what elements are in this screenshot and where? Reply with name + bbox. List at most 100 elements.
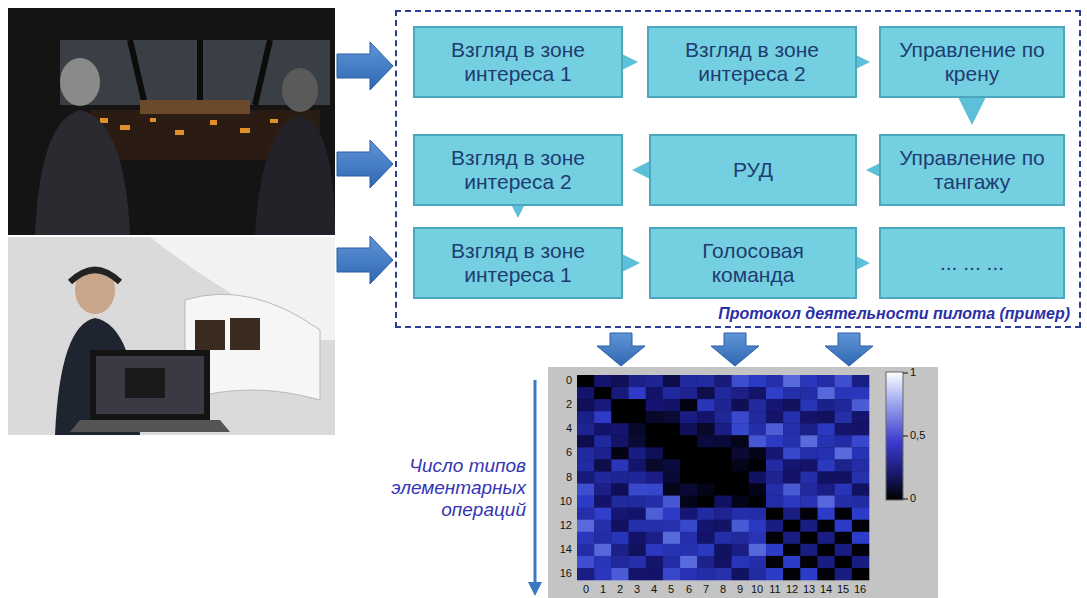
heatmap-cell (835, 471, 852, 483)
heatmap-cell (680, 387, 697, 399)
heatmap-cell (629, 496, 646, 508)
box-label: Взгляд в зоне интереса 2 (657, 38, 847, 86)
heatmap-cell (663, 375, 680, 387)
box-label: Взгляд в зоне интереса 1 (423, 239, 613, 287)
heatmap-cell (852, 387, 869, 399)
heatmap-cell (749, 556, 766, 568)
heatmap-cell (766, 484, 783, 496)
heatmap-cell (680, 435, 697, 447)
heatmap-cell (646, 520, 663, 532)
heatmap-cell (663, 544, 680, 556)
tick-label: 0 (552, 375, 572, 386)
heatmap-cell (800, 459, 817, 471)
heatmap-cell (835, 544, 852, 556)
box-label: Управление по тангажу (889, 146, 1055, 194)
heatmap-cell (817, 544, 834, 556)
heatmap-cell (852, 520, 869, 532)
heatmap-cell (680, 423, 697, 435)
heatmap-cell (835, 399, 852, 411)
heatmap-cell (835, 375, 852, 387)
heatmap-cell (577, 399, 594, 411)
heatmap-cell (697, 375, 714, 387)
tick-label: 14 (552, 544, 572, 555)
heatmap-cell (732, 459, 749, 471)
heatmap-cell (697, 435, 714, 447)
heatmap-cell (766, 532, 783, 544)
heatmap-cell (577, 532, 594, 544)
heatmap-cell (766, 471, 783, 483)
heatmap-cell (611, 459, 628, 471)
heatmap-cell (835, 447, 852, 459)
heatmap-cell (749, 399, 766, 411)
heatmap-cell (835, 508, 852, 520)
heatmap-cell (611, 508, 628, 520)
heatmap-cell (611, 496, 628, 508)
tick-label: 14 (816, 584, 836, 595)
tick-label: 2 (610, 584, 630, 595)
heatmap-cell (749, 459, 766, 471)
heatmap-cell (577, 544, 594, 556)
heatmap-cell (835, 568, 852, 580)
heatmap-cell (611, 435, 628, 447)
heatmap-cell (852, 459, 869, 471)
box-label: Взгляд в зоне интереса 1 (423, 38, 613, 86)
heatmap-cell (835, 556, 852, 568)
heatmap-cell (680, 496, 697, 508)
heatmap-cell (800, 471, 817, 483)
process-box: Управление по тангажу (879, 134, 1065, 206)
heatmap-cell (611, 544, 628, 556)
heatmap-cell (680, 532, 697, 544)
dashed-frame: Протокол деятельности пилота (пример)Взг… (395, 10, 1081, 328)
heatmap-cell (594, 375, 611, 387)
heatmap-cell (817, 508, 834, 520)
heatmap-cell (766, 423, 783, 435)
heatmap-cell (697, 399, 714, 411)
heatmap-cell (594, 520, 611, 532)
flow-arrow (625, 260, 633, 267)
heatmap-cell (783, 568, 800, 580)
heatmap-cell (697, 387, 714, 399)
heatmap-cell (697, 520, 714, 532)
heatmap-cell (714, 471, 731, 483)
heatmap-cell (800, 411, 817, 423)
heatmap-cell (835, 423, 852, 435)
heatmap-cell (646, 387, 663, 399)
heatmap-cell (800, 435, 817, 447)
heatmap-cells (577, 375, 869, 580)
heatmap-cell (732, 411, 749, 423)
heatmap-cell (611, 399, 628, 411)
heatmap-cell (749, 447, 766, 459)
process-box: Взгляд в зоне интереса 2 (647, 26, 857, 98)
heatmap-cell (646, 447, 663, 459)
heatmap-cell (783, 508, 800, 520)
heatmap-cell (749, 387, 766, 399)
flow-arrow (639, 167, 647, 174)
heatmap-cell (594, 411, 611, 423)
tick-label: 6 (552, 447, 572, 458)
heatmap-cell (577, 447, 594, 459)
heatmap-cell (852, 435, 869, 447)
heatmap-cell (749, 532, 766, 544)
heatmap-cell (732, 532, 749, 544)
heatmap-cell (852, 375, 869, 387)
heatmap-cell (835, 496, 852, 508)
heatmap-cell (611, 532, 628, 544)
heatmap-cell (680, 471, 697, 483)
heatmap-cell (749, 568, 766, 580)
heatmap-cell (577, 411, 594, 423)
heatmap-cell (611, 520, 628, 532)
heatmap-cell (732, 447, 749, 459)
heatmap-plot (577, 375, 869, 580)
tick-label: 7 (696, 584, 716, 595)
heatmap-cell (663, 520, 680, 532)
heatmap-cell (783, 496, 800, 508)
heatmap-cell (714, 423, 731, 435)
heatmap-cell (766, 447, 783, 459)
heatmap-cell (611, 484, 628, 496)
cockpit-photo (8, 8, 335, 235)
heatmap-cell (714, 447, 731, 459)
process-box: ... ... ... (879, 227, 1065, 299)
heatmap-cell (783, 459, 800, 471)
axis-arrow (528, 380, 542, 596)
heatmap-cell (594, 399, 611, 411)
